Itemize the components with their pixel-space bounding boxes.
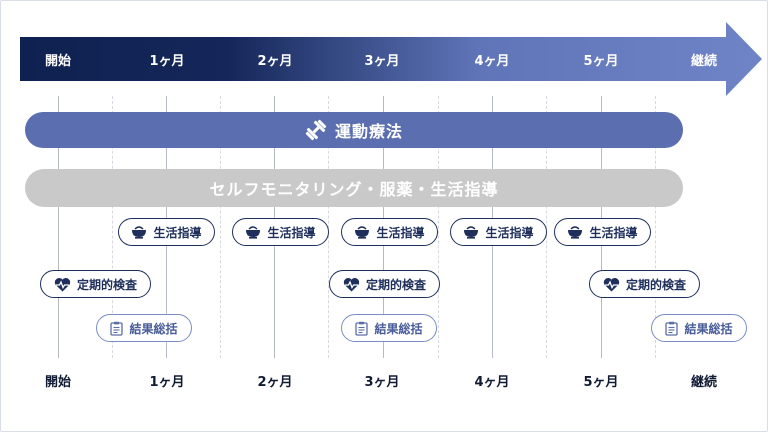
summary-pill-month-1: 結果総括	[96, 314, 192, 342]
lifestyle-pill-month-2: 生活指導	[232, 218, 329, 246]
heart-pulse-icon	[54, 277, 71, 291]
timeline-label-month-1: 1ヶ月	[149, 54, 185, 69]
timeline-arrow	[20, 22, 762, 96]
summary-label: 結果総括	[129, 321, 178, 336]
bottom-label-start: 開始	[44, 375, 72, 390]
summary-label: 結果総括	[374, 321, 423, 336]
lifestyle-pill-month-3: 生活指導	[341, 218, 438, 246]
bottom-label-month-2: 2ヶ月	[257, 375, 293, 390]
summary-pill-month-3: 結果総括	[341, 314, 437, 342]
dumbbell-icon	[305, 119, 327, 141]
bottom-label-month-3: 3ヶ月	[364, 375, 400, 390]
checkup-label: 定期的検査	[76, 277, 137, 292]
guide-dash-5	[546, 96, 547, 358]
bottom-label-month-4: 4ヶ月	[474, 375, 510, 390]
clipboard-icon	[665, 321, 679, 336]
guide-dash-4	[438, 96, 439, 358]
guide-dash-6	[655, 96, 656, 358]
timeline-label-month-3: 3ヶ月	[364, 54, 400, 69]
checkup-pill-start: 定期的検査	[40, 270, 151, 298]
clipboard-icon	[110, 321, 124, 336]
lifestyle-pill-month-1: 生活指導	[118, 218, 215, 246]
rice-bowl-icon	[568, 226, 583, 239]
self-monitoring-label: セルフモニタリング・服薬・生活指導	[209, 180, 499, 199]
exercise-therapy-label: 運動療法	[334, 122, 403, 141]
timeline-label-start: 開始	[44, 54, 72, 69]
self-monitoring-bar: セルフモニタリング・服薬・生活指導	[25, 169, 683, 207]
timeline-label-month-2: 2ヶ月	[257, 54, 293, 69]
checkup-label: 定期的検査	[365, 277, 426, 292]
lifestyle-pill-month-5: 生活指導	[554, 218, 651, 246]
lifestyle-label: 生活指導	[589, 225, 638, 240]
bottom-label-continue: 継続	[690, 375, 718, 390]
lifestyle-label: 生活指導	[376, 225, 425, 240]
lifestyle-label: 生活指導	[485, 225, 534, 240]
summary-pill-continue: 結果総括	[651, 314, 747, 342]
bottom-label-month-1: 1ヶ月	[149, 375, 185, 390]
guide-line-start	[58, 96, 59, 358]
lifestyle-label: 生活指導	[153, 225, 202, 240]
clipboard-icon	[355, 321, 369, 336]
heart-pulse-icon	[343, 277, 360, 291]
checkup-pill-month-3: 定期的検査	[329, 270, 440, 298]
guide-dash-2	[220, 96, 221, 358]
guide-dash-1	[112, 96, 113, 358]
rice-bowl-icon	[246, 226, 261, 239]
timeline-label-month-5: 5ヶ月	[583, 54, 619, 69]
lifestyle-label: 生活指導	[267, 225, 316, 240]
rice-bowl-icon	[132, 226, 147, 239]
bottom-label-month-5: 5ヶ月	[583, 375, 619, 390]
summary-label: 結果総括	[684, 321, 733, 336]
exercise-therapy-bar: 運動療法	[25, 112, 683, 148]
rice-bowl-icon	[464, 226, 479, 239]
rice-bowl-icon	[355, 226, 370, 239]
checkup-pill-month-5: 定期的検査	[589, 270, 700, 298]
heart-pulse-icon	[603, 277, 620, 291]
timeline-label-continue: 継続	[690, 54, 718, 69]
lifestyle-pill-month-4: 生活指導	[450, 218, 547, 246]
guide-dash-3	[328, 96, 329, 358]
checkup-label: 定期的検査	[625, 277, 686, 292]
timeline-label-month-4: 4ヶ月	[474, 54, 510, 69]
